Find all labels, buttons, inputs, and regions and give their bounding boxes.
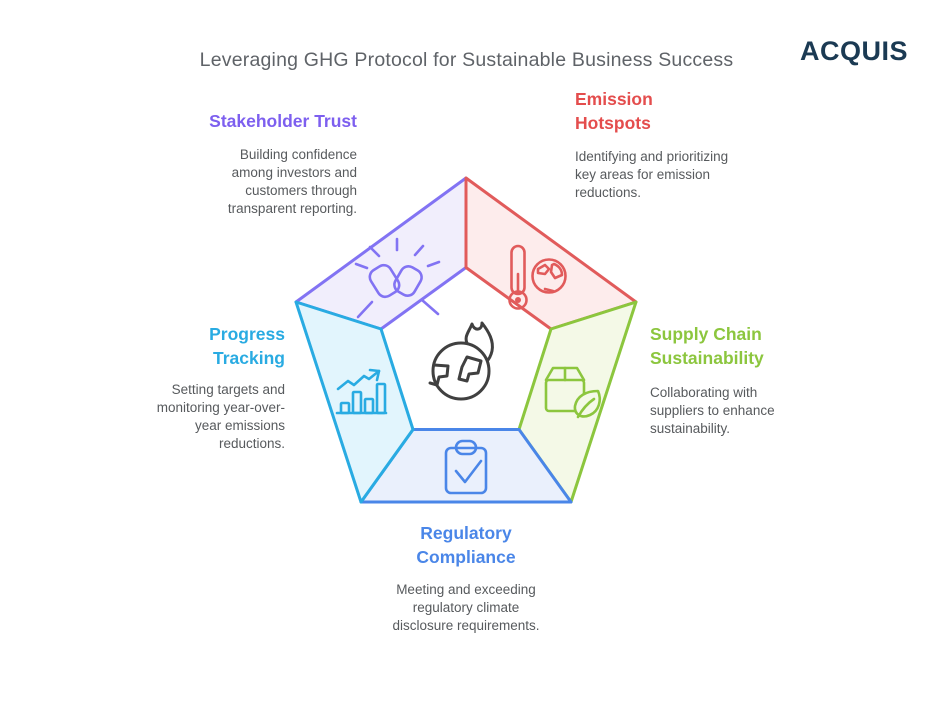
acquis-logo: ACQUIS <box>799 36 908 66</box>
clipboard-check-icon <box>444 439 488 495</box>
description-supply-chain-sustainability: Collaborating with suppliers to enhance … <box>650 385 775 436</box>
heading-supply-chain-sustainability: Supply Chain Sustainability <box>650 324 764 368</box>
thermometer-globe-icon <box>508 244 567 310</box>
description-regulatory-compliance: Meeting and exceeding regulatory climate… <box>392 582 540 633</box>
heading-progress-tracking: Progress Tracking <box>209 324 285 368</box>
page-title: Leveraging GHG Protocol for Sustainable … <box>199 49 734 71</box>
heading-stakeholder-trust: Stakeholder Trust <box>209 111 357 131</box>
burning-globe-icon <box>428 321 494 401</box>
description-progress-tracking: Setting targets and monitoring year-over… <box>156 382 285 451</box>
bar-chart-trend-icon <box>335 368 388 415</box>
description-stakeholder-trust: Building confidence among investors and … <box>227 147 357 216</box>
fist-bump-icon <box>354 237 441 319</box>
package-leaf-icon <box>544 366 602 419</box>
segment-progress-tracking <box>294 300 415 504</box>
heading-emission-hotspots: Emission Hotspots <box>575 89 653 133</box>
heading-regulatory-compliance: Regulatory Compliance <box>416 523 516 567</box>
description-emission-hotspots: Identifying and prioritizing key areas f… <box>575 149 729 200</box>
